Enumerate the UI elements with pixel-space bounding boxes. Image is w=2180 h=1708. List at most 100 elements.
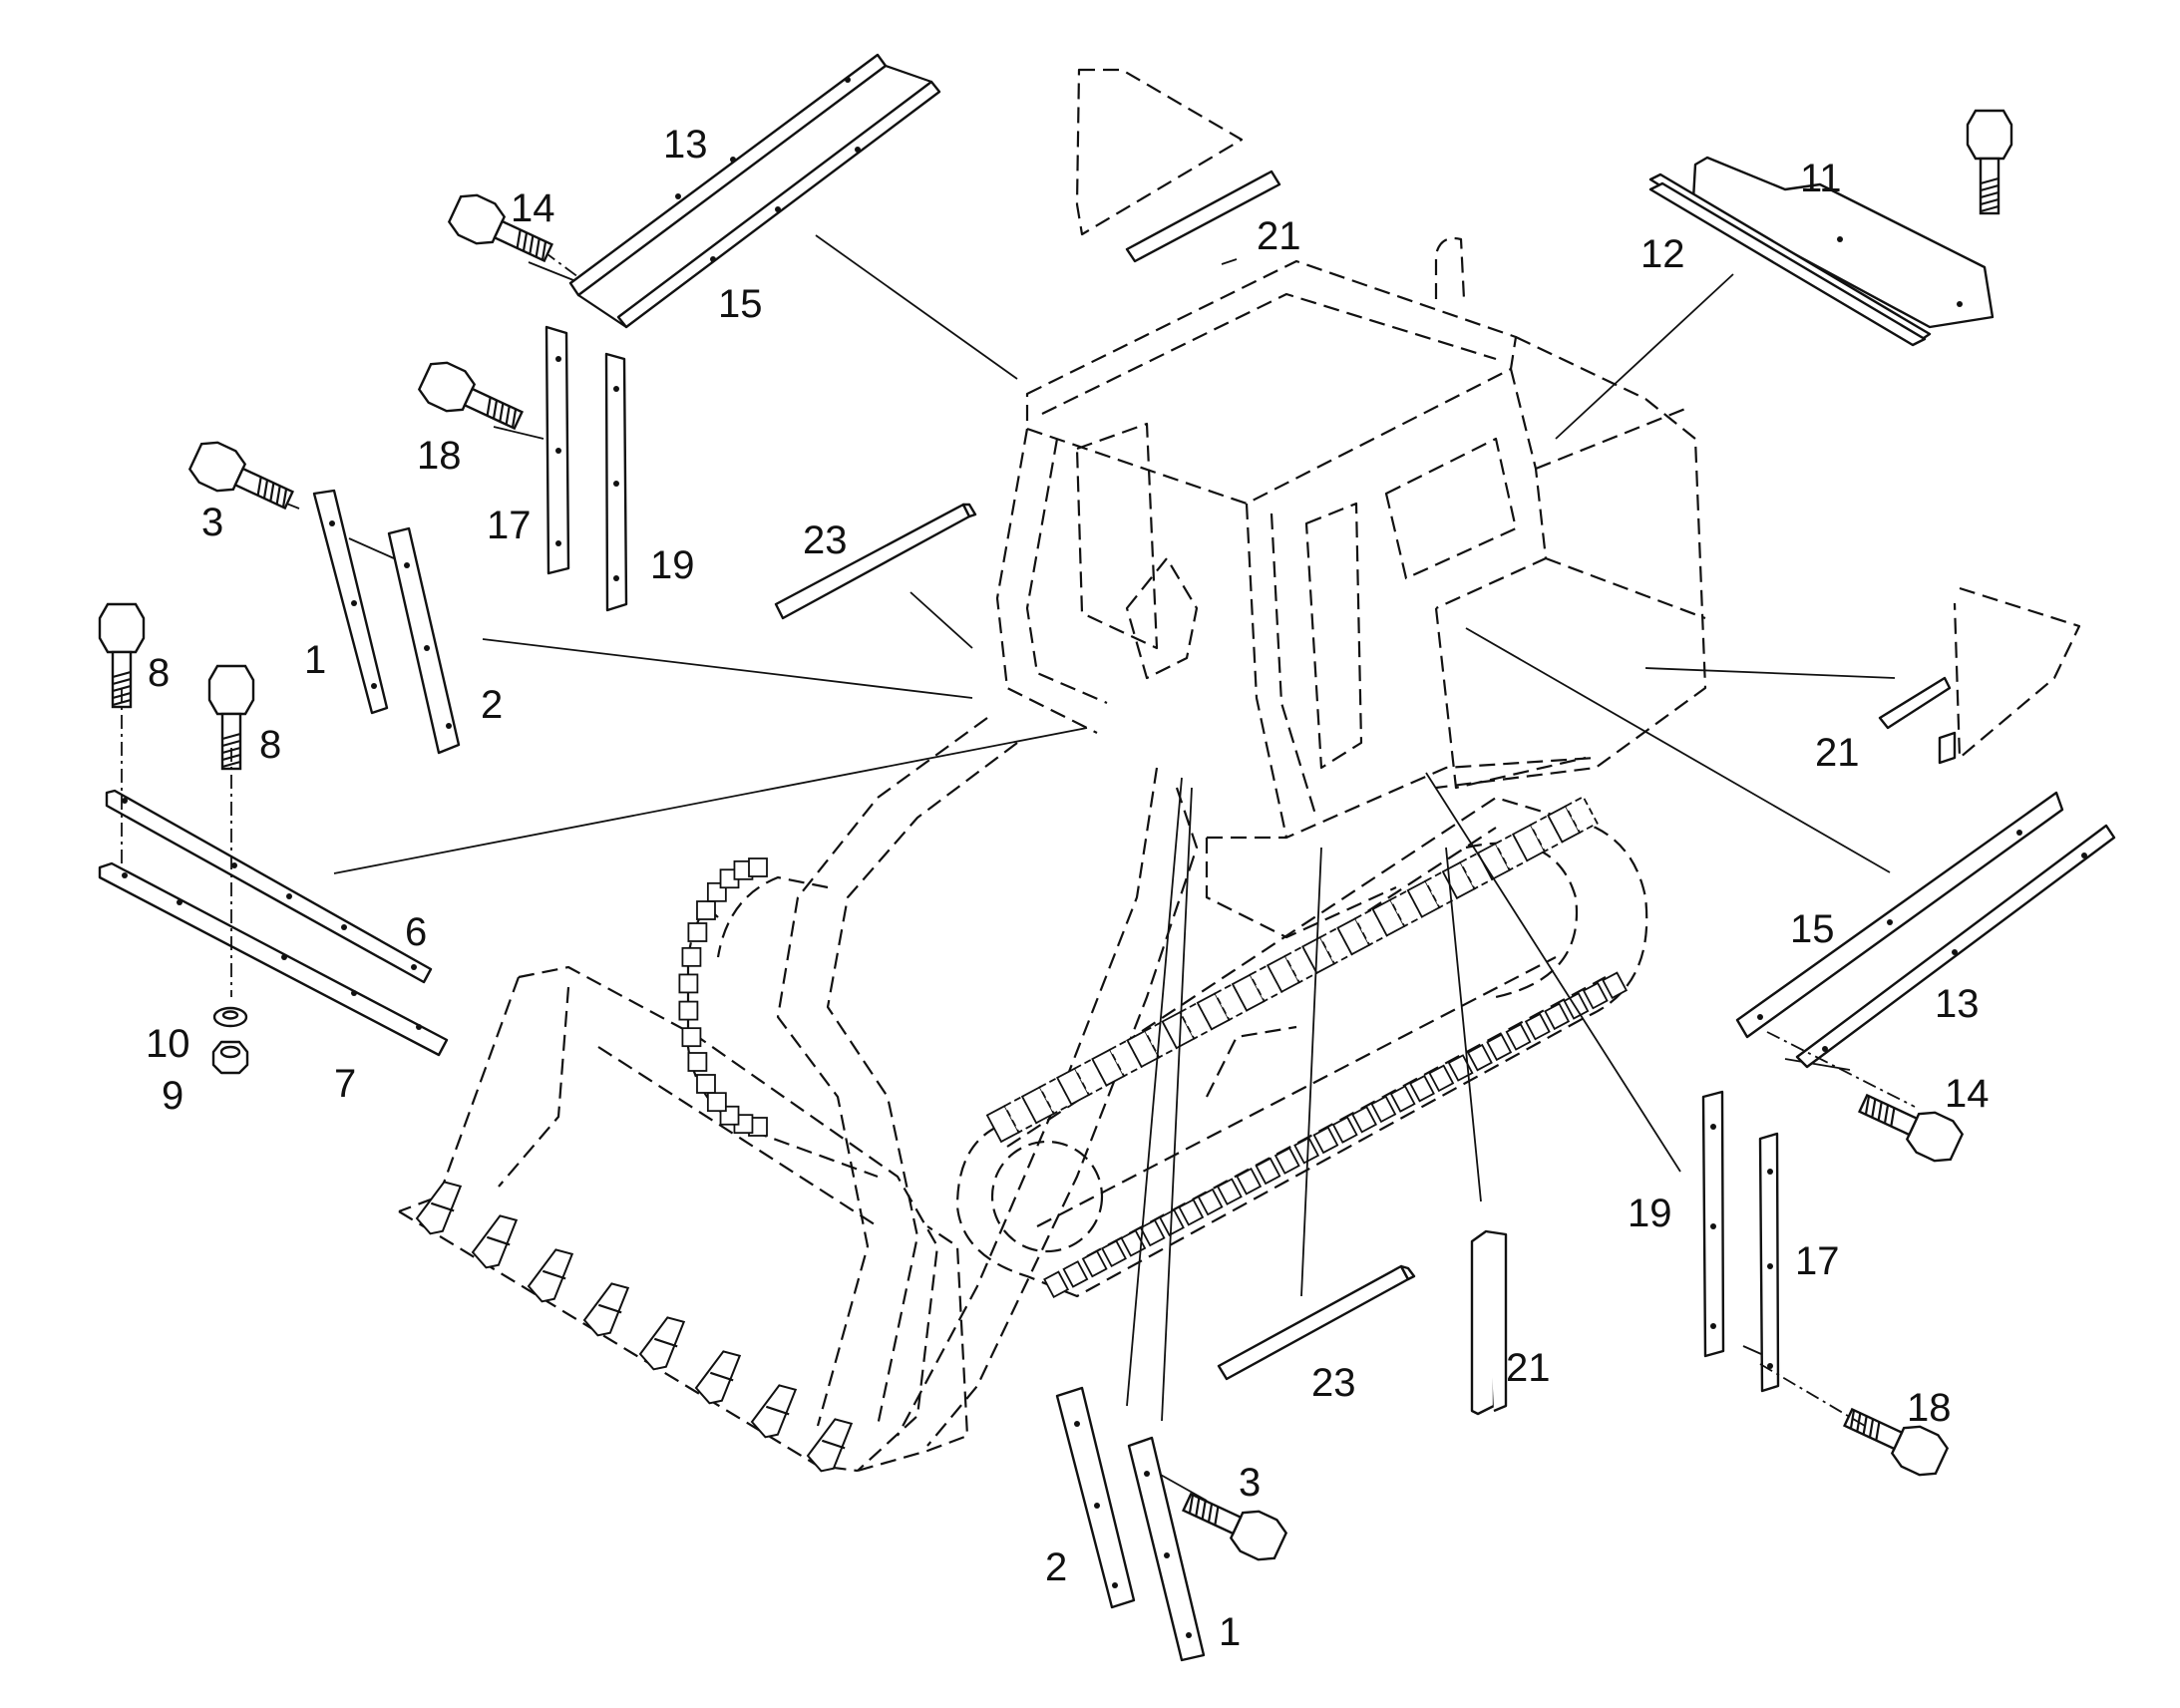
- track-shoe-left: [706, 1092, 727, 1113]
- bucket-tooth: [638, 1316, 686, 1371]
- part-12-strip-upper-right: [1648, 172, 1932, 347]
- track-shoe-left: [681, 1027, 702, 1048]
- track-shoe-lower: [1428, 1064, 1455, 1093]
- track-shoe-lower: [1524, 1012, 1551, 1041]
- bucket-teeth: [415, 1181, 854, 1473]
- part-18-bolt-upper-left: [417, 361, 524, 431]
- callout-3-lower: 3: [1239, 1461, 1261, 1505]
- track-shoe-lower: [1178, 1198, 1205, 1226]
- track-shoe-left: [696, 900, 716, 920]
- track-shoe-lower: [1505, 1023, 1532, 1051]
- callout-3-upper-left: 3: [201, 501, 223, 544]
- part-19-plate-right: [1701, 1090, 1725, 1358]
- part-13-angle-bar-right: [1795, 824, 2116, 1069]
- part-10-washer: [212, 1006, 248, 1028]
- callout-2-upper-left: 2: [481, 683, 503, 727]
- track-shoe-left: [748, 857, 768, 877]
- part-13-angle-bar-upper-left: [568, 53, 941, 329]
- callout-2-lower: 2: [1045, 1545, 1067, 1589]
- track-shoe-lower: [1062, 1260, 1089, 1288]
- bucket-tooth: [694, 1350, 742, 1405]
- part-21-seal-strip-upper: [1075, 68, 1281, 263]
- part-8-bolt-a: [98, 602, 146, 709]
- track-shoe-left: [696, 1074, 716, 1094]
- track-shoe-lower: [1351, 1105, 1378, 1134]
- bolts: [98, 109, 2013, 1561]
- callout-7: 7: [334, 1062, 356, 1106]
- callout-labels: 13 14 15 18 17 19 3 1 2 8 8 6 7 10 9 23 …: [146, 123, 1990, 1654]
- callout-1-upper-left: 1: [304, 638, 326, 682]
- bucket-tooth: [582, 1282, 630, 1337]
- track-shoe-lower: [1544, 1002, 1571, 1031]
- bucket-tooth: [415, 1181, 463, 1235]
- track-shoe-left: [681, 946, 702, 967]
- track-shoe-lower: [1602, 971, 1629, 1000]
- part-15-angle-bar-right: [1735, 791, 2064, 1039]
- part-3-bolt-upper-left: [187, 441, 294, 511]
- callout-21-upper: 21: [1257, 214, 1301, 258]
- track-shoe-lower: [1486, 1033, 1513, 1062]
- leader-lines: [260, 234, 1896, 1502]
- callout-8-a: 8: [148, 651, 170, 695]
- callout-15-right: 15: [1790, 907, 1835, 951]
- callout-12: 12: [1640, 232, 1685, 276]
- bucket-tooth: [750, 1384, 798, 1439]
- callout-23-upper: 23: [803, 518, 848, 562]
- track-shoe-lower: [1293, 1136, 1320, 1165]
- callout-21-lower: 21: [1506, 1346, 1551, 1390]
- callout-6: 6: [405, 910, 427, 954]
- callout-17-upper-left: 17: [487, 504, 532, 547]
- track-shoes: [678, 795, 1629, 1299]
- track-shoe-lower: [1043, 1270, 1070, 1299]
- part-21-channel-lower: [1470, 1229, 1508, 1416]
- track-shoe-lower: [1389, 1085, 1416, 1113]
- track-shoe-lower: [1312, 1126, 1339, 1155]
- track-shoe-left: [678, 1000, 699, 1021]
- track-shoe-lower: [1139, 1218, 1166, 1247]
- callout-18-upper-left: 18: [417, 434, 462, 478]
- part-11-bolt-upper-right: [1966, 109, 2013, 215]
- track-shoe-lower: [1582, 981, 1609, 1010]
- track-shoe-lower: [1370, 1095, 1397, 1124]
- callout-14-upper-left: 14: [511, 186, 555, 230]
- callout-23-lower: 23: [1311, 1361, 1356, 1405]
- part-21-seal-strip-right: [1878, 586, 2081, 765]
- callout-18-right: 18: [1907, 1386, 1952, 1430]
- callout-19-right: 19: [1628, 1192, 1672, 1235]
- track-shoe-lower: [1120, 1229, 1147, 1257]
- part-17-plate-upper-left: [545, 325, 570, 575]
- track-shoe-lower: [1216, 1178, 1243, 1205]
- callout-13-upper-left: 13: [663, 123, 708, 167]
- part-14-bolt-axis: [543, 250, 579, 278]
- part-8-bolt-b: [207, 664, 255, 771]
- track-shoe-lower: [1331, 1116, 1358, 1144]
- part-3-bolt-lower: [1182, 1492, 1288, 1561]
- track-shoe-lower: [1236, 1167, 1263, 1196]
- track-shoe-lower: [1197, 1188, 1224, 1216]
- track-shoe-lower: [1081, 1249, 1108, 1278]
- part-2-plate-left: [387, 526, 461, 755]
- track-shoe: [1564, 795, 1599, 835]
- part-7-cutting-edge-plate: [98, 861, 449, 1057]
- part-19-plate-upper-left: [604, 352, 628, 612]
- callout-1-lower: 1: [1219, 1610, 1241, 1654]
- part-17-plate-right: [1758, 1132, 1780, 1393]
- part-2-plate-lower: [1055, 1386, 1136, 1609]
- callout-10: 10: [146, 1022, 190, 1066]
- track-shoe-left: [687, 922, 708, 942]
- callout-11: 11: [1800, 157, 1842, 200]
- callout-8-b: 8: [259, 723, 281, 767]
- callout-19-upper-left: 19: [650, 543, 695, 587]
- callout-21-right: 21: [1815, 731, 1860, 775]
- track-shoe-left: [687, 1052, 708, 1072]
- callout-15-upper-left: 15: [718, 282, 763, 326]
- track-shoe-lower: [1466, 1043, 1493, 1072]
- part-14-bolt-right: [1858, 1093, 1965, 1163]
- part-18-bolt-axis-right: [1759, 1363, 1866, 1427]
- part-23-bar-upper: [774, 503, 977, 620]
- part-6-cutting-edge-plate: [105, 789, 433, 984]
- bucket-tooth: [527, 1248, 574, 1303]
- part-23-bar-lower: [1217, 1264, 1416, 1381]
